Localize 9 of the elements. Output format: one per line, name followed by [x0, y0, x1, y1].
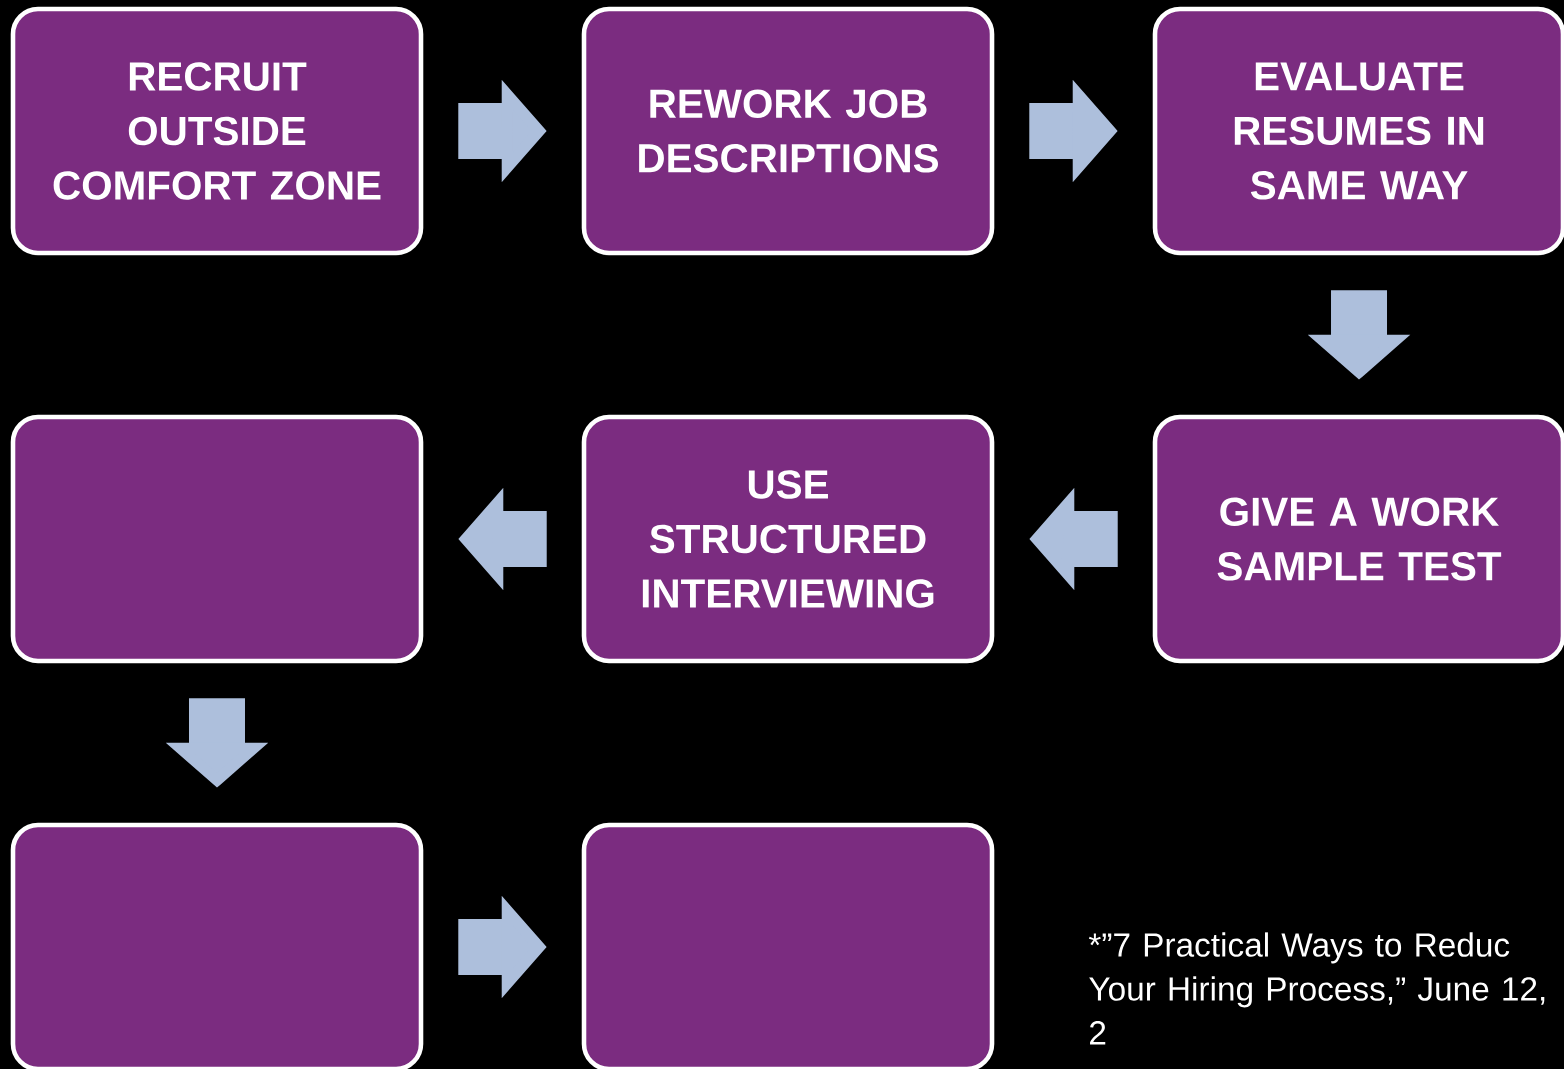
- process-box: EVALUATE RESUMES IN SAME WAY: [1152, 6, 1564, 256]
- footnote: *”7 Practical Ways to Reduc Your Hiring Process,” June 12, 2: [1088, 932, 1545, 1045]
- empty-box: [10, 822, 424, 1069]
- process-box: RECRUIT OUTSIDE COMFORT ZONE: [10, 6, 424, 256]
- process-box: REWORK JOB DESCRIPTIONS: [581, 6, 995, 256]
- process-box: USE STRUCTURED INTERVIEWING: [581, 414, 995, 664]
- empty-box: [10, 414, 424, 664]
- empty-box: [581, 822, 995, 1069]
- process-box: GIVE A WORK SAMPLE TEST: [1152, 414, 1564, 664]
